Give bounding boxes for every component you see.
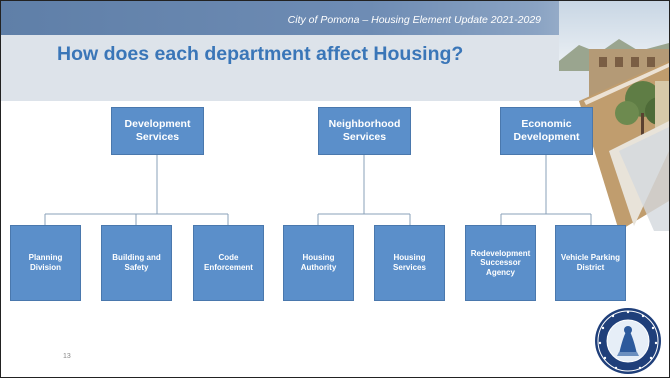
city-seal-logo <box>595 308 661 374</box>
page-title: How does each department affect Housing? <box>57 43 464 65</box>
division-vehicle-parking: Vehicle Parking District <box>555 225 626 301</box>
division-building-safety: Building and Safety <box>101 225 172 301</box>
header-subtitle: City of Pomona – Housing Element Update … <box>287 14 541 26</box>
dept-economic-development: Economic Development <box>500 107 593 155</box>
division-planning: Planning Division <box>10 225 81 301</box>
dept-development-services: Development Services <box>111 107 204 155</box>
header-banner <box>1 1 669 35</box>
division-housing-authority: Housing Authority <box>283 225 354 301</box>
page-number: 13 <box>63 353 71 360</box>
division-redevelopment-successor: Redevelopment Successor Agency <box>465 225 536 301</box>
city-photo <box>559 1 669 231</box>
dept-neighborhood-services: Neighborhood Services <box>318 107 411 155</box>
title-band <box>1 35 669 101</box>
division-housing-services: Housing Services <box>374 225 445 301</box>
division-code-enforcement: Code Enforcement <box>193 225 264 301</box>
